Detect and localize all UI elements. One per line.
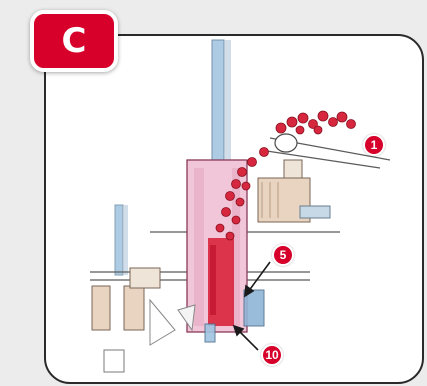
left-pipe (114, 204, 128, 276)
panel-tab: C (30, 10, 118, 72)
left-supports (91, 267, 196, 373)
conveyor-roller (274, 133, 298, 153)
bottom-pipes (204, 289, 265, 343)
falling-balls (215, 110, 356, 241)
callout-1: 1 (363, 134, 385, 156)
red-chamber (208, 238, 234, 326)
pointer-arrows (232, 261, 271, 351)
back-pipe (211, 39, 231, 171)
callout-10: 10 (261, 344, 283, 366)
side-box (257, 159, 331, 223)
panel-tab-label: C (61, 21, 87, 61)
callout-5: 5 (272, 244, 294, 266)
